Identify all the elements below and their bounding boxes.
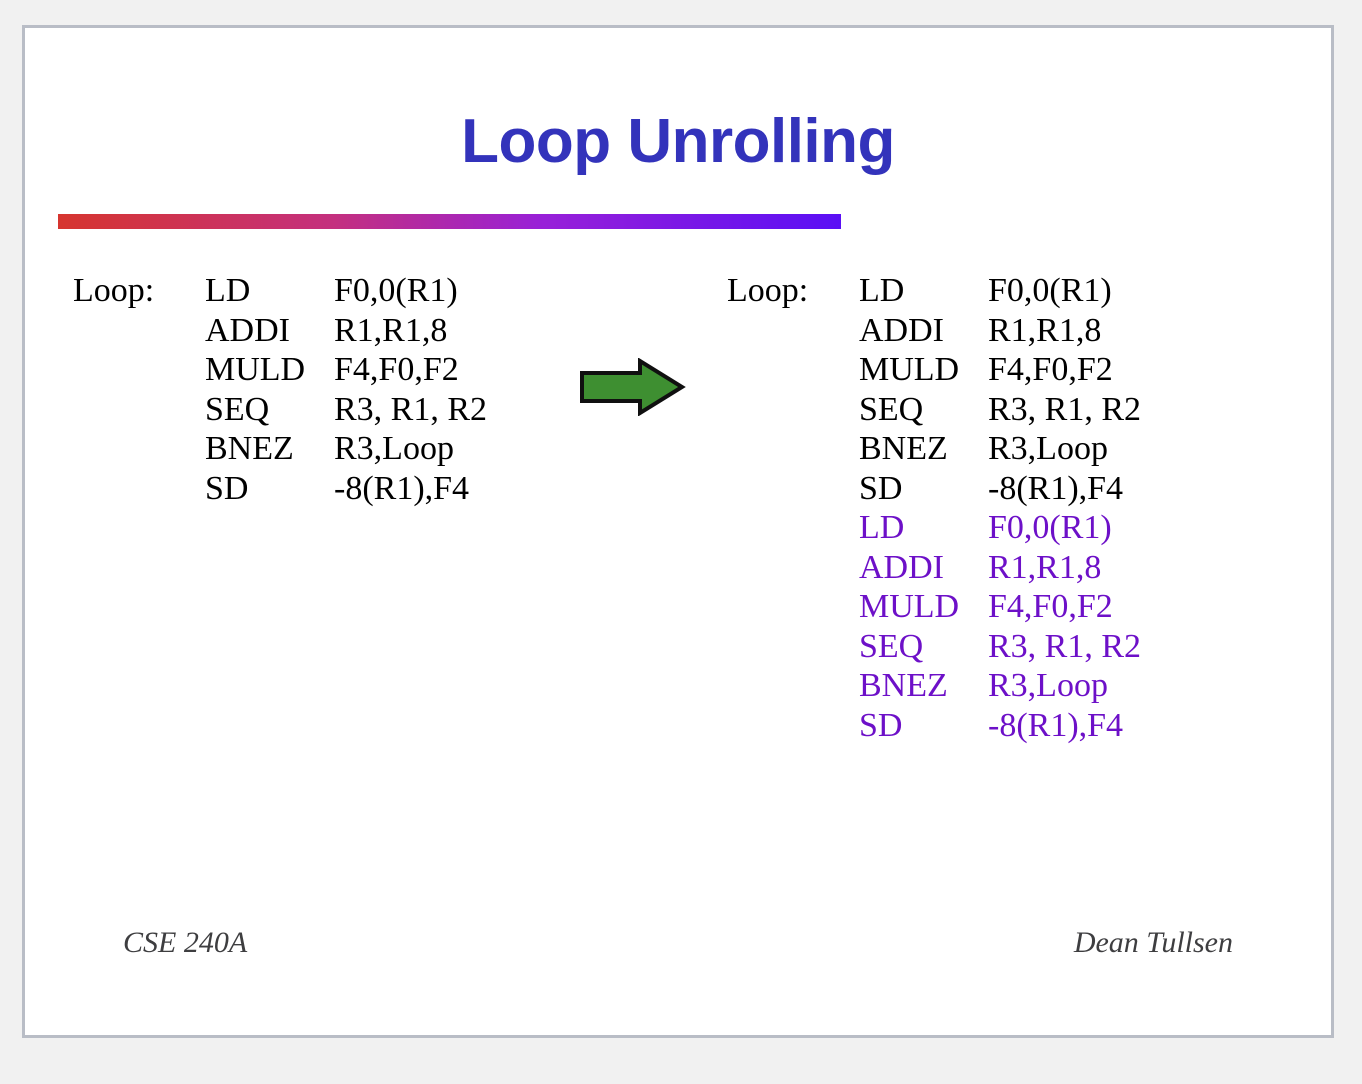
code-line-opcode: BNEZ (205, 430, 294, 467)
code-line-opcode: SD (859, 706, 903, 744)
code-line-opcode: SD (205, 469, 249, 507)
code-line-opcode: MULD (205, 351, 306, 388)
code-line-operands: R1,R1,8 (334, 311, 448, 349)
code-line-operands: -8(R1),F4 (334, 469, 470, 507)
code-line-opcode: BNEZ (859, 667, 948, 704)
code-line-operands: F0,0(R1) (988, 272, 1112, 309)
code-line-operands: -8(R1),F4 (988, 706, 1124, 744)
code-line-label: Loop: (73, 272, 155, 309)
code-line-operands: R3,Loop (988, 667, 1108, 704)
code-line-operands: R3, R1, R2 (334, 390, 488, 428)
code-line-operands: F0,0(R1) (334, 272, 458, 309)
code-line-operands: -8(R1),F4 (988, 469, 1124, 507)
code-line-label: Loop: (727, 272, 809, 309)
slide-canvas: Loop Unrolling Loop: LD F0,0(R1) ADDI R1,R1,… (22, 25, 1334, 1038)
page-title: Loop Unrolling (461, 107, 895, 176)
green-right-arrow-icon (580, 358, 686, 416)
code-line-opcode: SD (859, 469, 903, 507)
code-line-opcode: SEQ (859, 390, 924, 428)
code-line-opcode: LD (859, 509, 905, 546)
code-line-operands: F4,F0,F2 (334, 351, 459, 388)
code-line-operands: F4,F0,F2 (988, 588, 1113, 625)
code-line-opcode: BNEZ (859, 430, 948, 467)
code-line-operands: R3,Loop (334, 430, 454, 467)
code-line-operands: R1,R1,8 (988, 311, 1102, 349)
footer-author: Dean Tullsen (1073, 926, 1233, 959)
code-line-opcode: ADDI (205, 311, 290, 349)
code-line-operands: R1,R1,8 (988, 548, 1102, 586)
code-line-operands: R3, R1, R2 (988, 627, 1142, 665)
code-line-operands: F0,0(R1) (988, 509, 1112, 546)
code-line-opcode: LD (859, 272, 905, 309)
code-line-operands: R3,Loop (988, 430, 1108, 467)
code-line-opcode: SEQ (205, 390, 270, 428)
code-line-opcode: MULD (859, 351, 960, 388)
code-line-opcode: LD (205, 272, 251, 309)
code-line-opcode: SEQ (859, 627, 924, 665)
code-line-opcode: ADDI (859, 548, 944, 586)
title-divider-rule (58, 214, 841, 229)
code-line-opcode: ADDI (859, 311, 944, 349)
code-line-operands: F4,F0,F2 (988, 351, 1113, 388)
footer-course: CSE 240A (123, 926, 248, 959)
code-line-opcode: MULD (859, 588, 960, 625)
code-line-operands: R3, R1, R2 (988, 390, 1142, 428)
